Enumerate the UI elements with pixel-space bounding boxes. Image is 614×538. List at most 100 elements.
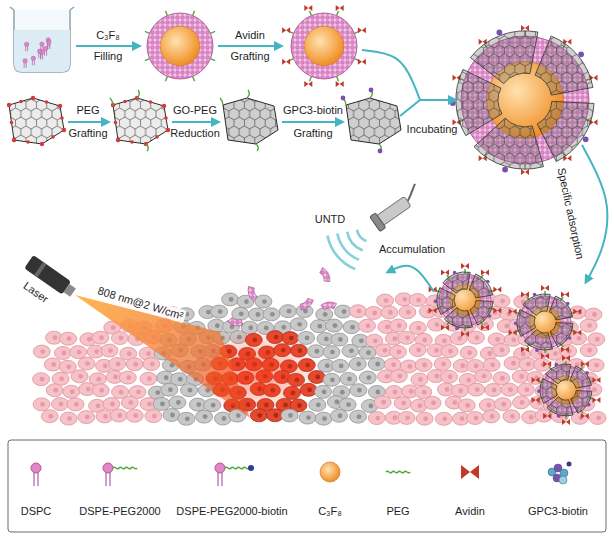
tumor-tissue	[402, 297, 407, 302]
tumor-tissue	[359, 338, 364, 343]
graphene-wrapped-microbubble	[514, 321, 518, 325]
beaker	[31, 56, 35, 60]
tumor-tissue	[211, 305, 228, 318]
tumor-tissue	[442, 338, 447, 343]
tumor-tissue	[92, 331, 109, 344]
process-arrows	[68, 46, 607, 292]
reagent-label: C₃F₈	[96, 29, 120, 42]
lipid-microbubble	[147, 13, 213, 79]
graphene-oxide-sheet	[110, 98, 113, 105]
tumor-tissue	[571, 411, 588, 424]
graphene-wrapped-microbubble	[561, 347, 569, 353]
graphene-wrapped-microbubble	[562, 355, 570, 361]
graphene-wrapped-microbubble	[532, 377, 540, 383]
tumor-tissue	[375, 416, 380, 421]
tumor-tissue	[366, 350, 371, 355]
tumor-tissue	[357, 309, 362, 314]
reagent-label: GPC3-biotin	[283, 104, 343, 117]
tumor-tissue	[116, 362, 121, 367]
tumor-tissue	[486, 403, 491, 408]
legend-symbol	[113, 467, 137, 469]
tumor-tissue	[339, 398, 356, 411]
avidin-microbubble	[282, 5, 366, 87]
tumor-tissue	[108, 348, 113, 353]
tumor-tissue	[500, 348, 505, 353]
tumor-tissue	[338, 413, 343, 418]
graphene-wrapped-microbubble	[587, 403, 591, 407]
tumor-tissue	[494, 398, 511, 411]
tumor-tissue	[493, 344, 510, 357]
graphene-wrapped-microbubble	[474, 118, 543, 169]
graphene-oxide-sheet	[7, 103, 11, 107]
tumor-tissue	[501, 402, 506, 407]
tumor-tissue	[41, 410, 58, 423]
tumor-tissue	[589, 411, 606, 424]
tumor-tissue	[110, 402, 115, 407]
laser-device	[34, 262, 46, 277]
tumor-tissue	[44, 358, 61, 371]
avidin-microbubble	[282, 27, 290, 33]
ultrasound-probe	[370, 213, 386, 232]
graphene-wrapped-microbubble	[429, 308, 437, 314]
tumor-tissue	[388, 310, 393, 315]
tumor-tissue	[181, 384, 198, 397]
process-arrow	[68, 121, 108, 123]
graphene-wrapped-microbubble	[581, 361, 589, 367]
tumor-tissue	[390, 370, 407, 383]
graphene-wrapped-microbubble	[561, 291, 569, 297]
graphene-oxide-sheet	[123, 100, 127, 104]
tumor-tissue	[511, 337, 516, 342]
tumor-tissue	[51, 398, 68, 411]
beaker	[43, 46, 47, 50]
graphene-oxide-sheet	[164, 116, 168, 120]
tumor-tissue	[385, 374, 390, 379]
avidin-microbubble	[336, 5, 344, 11]
graphene-wrapped-microbubble	[509, 308, 517, 314]
tumor-tissue	[325, 363, 330, 368]
tumor-tissue	[33, 345, 50, 358]
tumor-tissue	[524, 387, 529, 392]
tumor-tissue	[422, 390, 427, 395]
tumor-tissue	[94, 349, 99, 354]
graphene-oxide-sheet	[223, 98, 278, 144]
graphene-wrapped-microbubble	[469, 274, 492, 298]
graphene-oxide-sheet	[60, 116, 64, 120]
tumor-tissue	[126, 409, 143, 422]
tumor-tissue	[534, 358, 551, 371]
legend-symbol	[31, 463, 41, 473]
tumor-tissue	[467, 350, 472, 355]
tumor-tissue	[460, 416, 465, 421]
step-label: Filling	[94, 50, 123, 63]
graphene-wrapped-microbubble	[532, 397, 540, 403]
tumor-tissue	[33, 373, 50, 386]
bubble-fragment	[321, 302, 337, 310]
tumor-tissue	[203, 414, 208, 419]
graphene-oxide-sheet	[223, 98, 278, 144]
graphene-wrapped-microbubble	[578, 51, 584, 57]
lipid-microbubble	[160, 26, 200, 66]
tumor-tissue	[577, 336, 582, 341]
lipid-microbubble	[145, 59, 150, 61]
tumor-tissue	[290, 318, 307, 331]
tumor-tissue	[339, 364, 344, 369]
tumor-tissue	[366, 323, 371, 328]
tumor-tissue	[66, 364, 71, 369]
tumor-tissue	[517, 383, 534, 396]
tumor-tissue	[368, 358, 385, 371]
legend-symbol	[567, 462, 572, 467]
beaker	[10, 7, 74, 10]
graphene-oxide-sheet	[62, 128, 66, 132]
graphene-wrapped-microbubble	[543, 413, 551, 419]
tumor-tissue	[441, 370, 458, 383]
tumor-tissue	[467, 412, 484, 425]
reagent-label: GO-PEG	[173, 104, 217, 117]
graphene-oxide-sheet	[31, 96, 35, 100]
graphene-oxide-sheet	[51, 135, 55, 139]
tumor-tissue	[493, 295, 510, 308]
lipid-microbubble	[165, 76, 167, 81]
tumor-tissue	[67, 416, 72, 421]
tumor-tissue	[587, 348, 592, 353]
tumor-tissue	[483, 410, 500, 423]
tumor-tissue	[178, 412, 195, 425]
tumor-tissue	[441, 345, 458, 358]
